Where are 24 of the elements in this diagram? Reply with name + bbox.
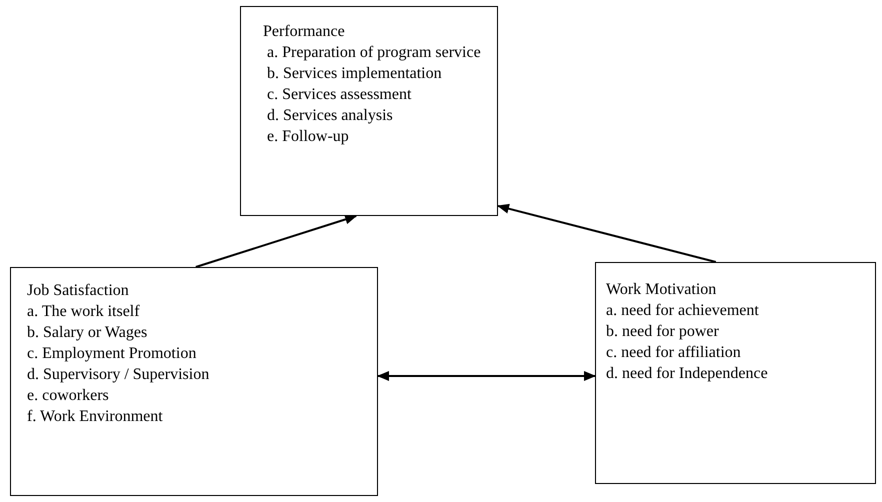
list-item: d. Services analysis — [266, 106, 393, 126]
list-item: d. Supervisory / Supervision — [27, 365, 210, 385]
text-box — [595, 262, 876, 484]
arrow — [497, 204, 716, 263]
box-heading: Job Satisfaction — [27, 281, 129, 301]
list-item: c. Services assessment — [266, 85, 412, 105]
box-heading: Performance — [263, 22, 345, 42]
list-item: a. Preparation of program service — [266, 43, 481, 63]
arrow — [377, 371, 596, 381]
list-item: c. need for affiliation — [606, 343, 741, 363]
text-box — [240, 6, 498, 216]
text-box — [10, 267, 378, 496]
list-item: a. need for achievement — [606, 301, 759, 321]
list-item: b. Salary or Wages — [27, 323, 148, 343]
list-item: b. Services implementation — [266, 64, 442, 84]
list-item: e. Follow-up — [266, 127, 349, 147]
list-item: b. need for power — [606, 322, 719, 342]
list-item: e. coworkers — [27, 386, 109, 406]
list-item: a. The work itself — [27, 302, 140, 322]
list-item: c. Employment Promotion — [27, 344, 196, 364]
list-item: d. need for Independence — [606, 364, 768, 384]
list-item: f. Work Environment — [27, 407, 163, 427]
arrow — [196, 214, 358, 268]
box-heading: Work Motivation — [606, 280, 716, 300]
